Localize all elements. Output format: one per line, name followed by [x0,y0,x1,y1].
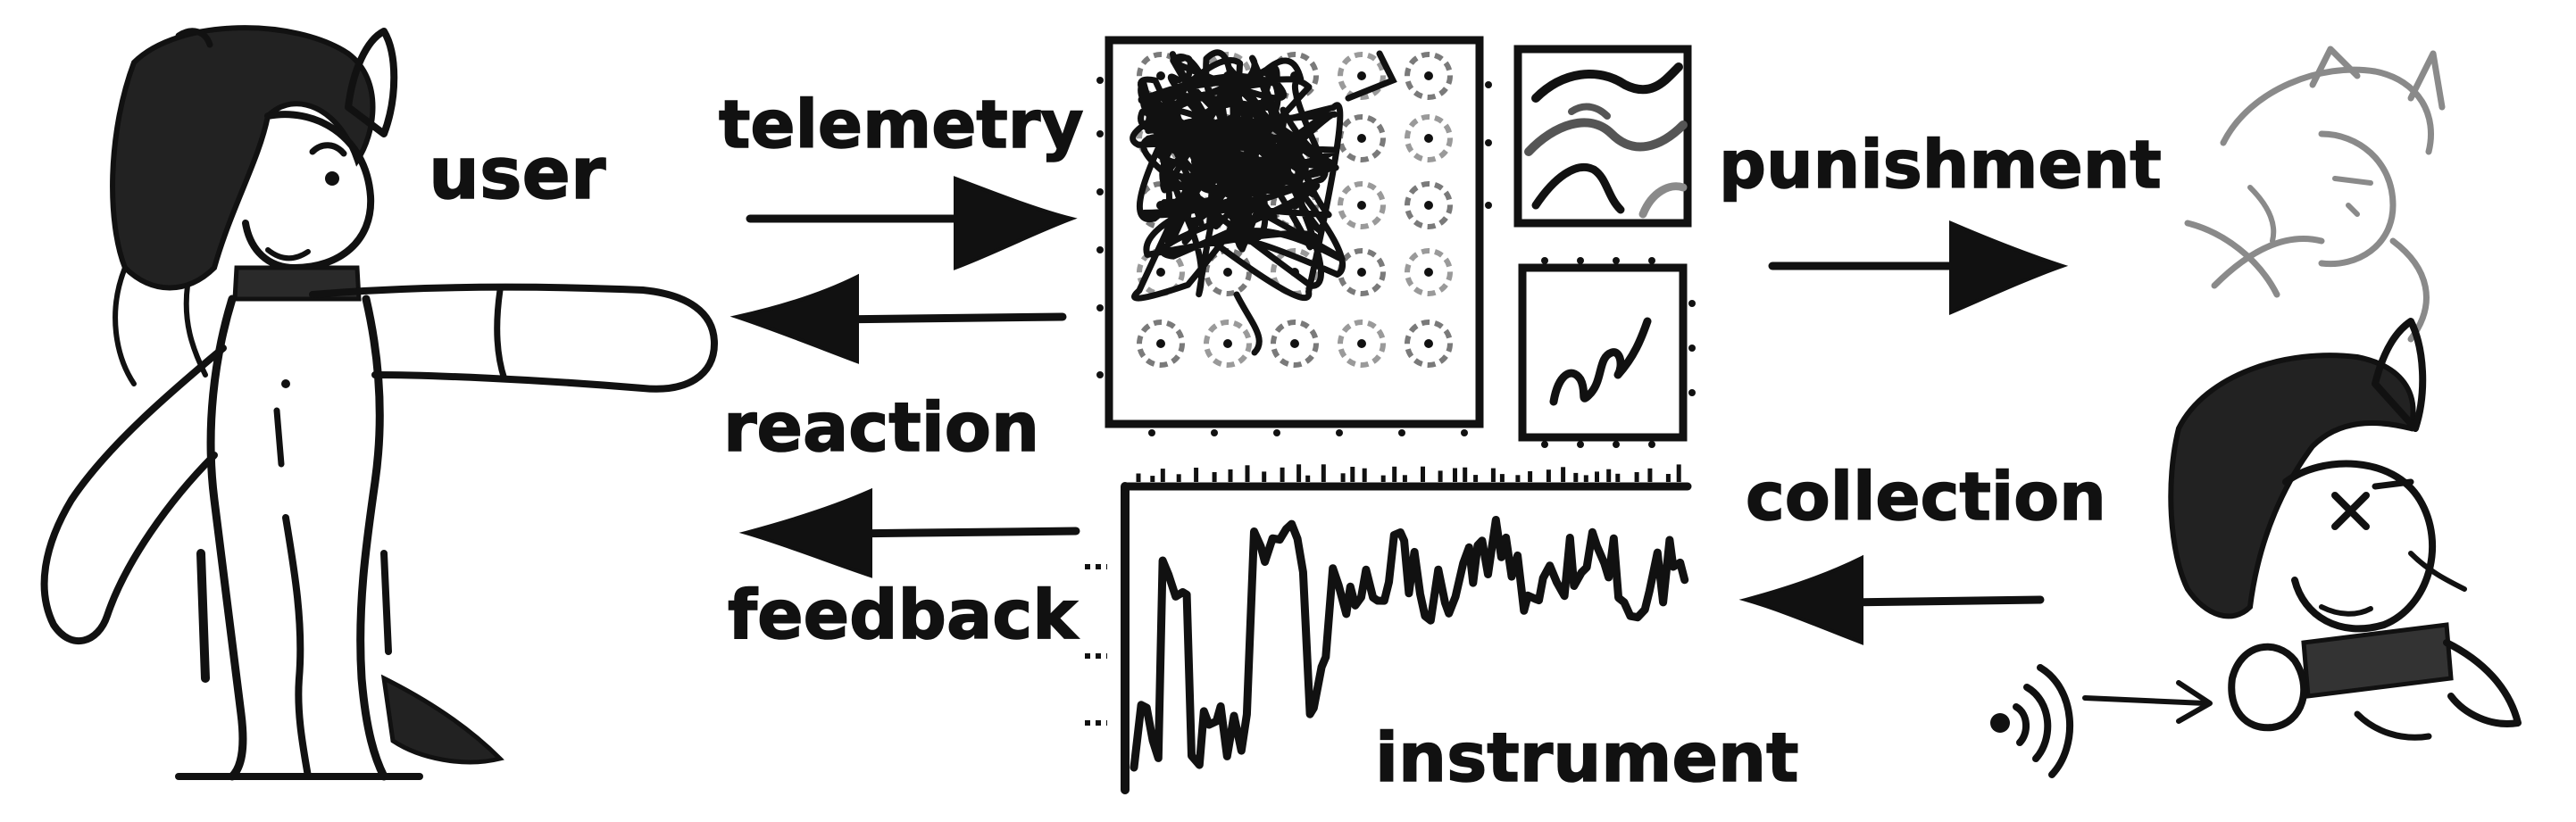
ring-marker [1204,320,1252,368]
ring-center-dot [1424,71,1433,80]
ring-center-dot [1223,268,1232,277]
ring-marker [1405,52,1453,100]
trace-panel [1518,257,1696,448]
trace-panel-ticks [1541,257,1696,448]
subject-collar [2301,622,2454,699]
ring-center-dot [1156,268,1165,277]
ring-marker [1405,114,1453,162]
subject-hair [2168,353,2416,619]
feedback-arrow [738,487,1080,578]
top-tick-dot [1577,257,1584,264]
ring-center-dot [1424,339,1433,348]
ring-center-dot [1357,268,1366,277]
instrument-label: instrument [1375,718,1798,797]
contour-map-panel [1513,45,1692,228]
bottom-tick-dot [1461,429,1468,436]
bottom-tick-dot [1148,429,1155,436]
ring-center-dot [1357,71,1366,80]
bottom-tick-dot [1577,441,1584,448]
scribble-path [1130,49,1346,302]
feedback-label: feedback [728,575,1079,654]
signal-arrow [2082,680,2213,724]
ring-center-dot [1223,339,1232,348]
right-tick-dot [1688,345,1696,352]
instrument-timeseries [1085,464,1692,794]
ring-center-dot [1357,134,1366,143]
ring-marker [1338,52,1386,100]
top-tick-dot [1613,257,1620,264]
user-tail [380,674,504,765]
bottom-tick-dot [1273,429,1280,436]
right-tick-dot [1485,81,1492,88]
bottom-tick-dot [1613,441,1620,448]
telemetry-arrow [746,176,1078,270]
top-tick-dot [1541,257,1548,264]
ring-marker [1338,114,1386,162]
left-tick-dot [1096,246,1104,253]
left-tick-dot [1096,188,1104,195]
ring-center-dot [1290,339,1299,348]
ring-center-dot [1424,268,1433,277]
subject-ghost-figure [2184,46,2446,343]
right-tick-dot [1688,389,1696,396]
ring-marker [1405,181,1453,229]
ring-center-dot [1357,201,1366,210]
ring-marker [1338,320,1386,368]
telemetry-label: telemetry [719,87,1084,163]
ring-marker [1137,320,1185,368]
user-label: user [429,132,606,215]
reaction-arrow [729,273,1067,364]
ring-marker [1405,320,1453,368]
ring-center-dot [1156,339,1165,348]
user-figure [40,25,718,781]
punishment-label: punishment [1719,127,2162,203]
bottom-tick-dot [1648,441,1655,448]
right-tick-dot [1688,300,1696,307]
panel-ticks [1096,77,1492,436]
user-pointing-arm [309,283,718,393]
bottom-tick-dot [1398,429,1405,436]
top-tick-dot [1648,257,1655,264]
ring-marker [1271,320,1319,368]
left-tick-dot [1096,77,1104,84]
left-tick-dot [1096,371,1104,378]
collection-arrow [1738,554,2045,645]
collection-label: collection [1746,459,2106,536]
y-axis-ticks [1085,564,1107,726]
ring-center-dot [1424,201,1433,210]
ring-marker [1338,248,1386,296]
punishment-arrow [1768,220,2069,316]
reaction-label: reaction [723,387,1039,467]
right-tick-dot [1485,202,1492,209]
signal-trace [1130,516,1689,772]
ring-marker [1338,181,1386,229]
tracking-panel [1096,36,1492,436]
left-tick-dot [1096,304,1104,311]
bottom-tick-dot [1211,429,1218,436]
wireless-signal-icon [1990,664,2074,778]
ring-marker [1405,248,1453,296]
ring-center-dot [1424,134,1433,143]
left-tick-dot [1096,130,1104,137]
subject-figure [2168,318,2522,741]
top-rug-ticks [1136,464,1681,482]
bottom-tick-dot [1336,429,1343,436]
trajectory-scribble [1130,49,1397,356]
ring-center-dot [1156,71,1165,80]
user-hair [110,25,376,291]
right-tick-dot [1485,139,1492,146]
scribble-stroke [1345,50,1397,102]
scribble-stroke [1233,291,1263,356]
ring-center-dot [1357,339,1366,348]
bottom-tick-dot [1541,441,1548,448]
